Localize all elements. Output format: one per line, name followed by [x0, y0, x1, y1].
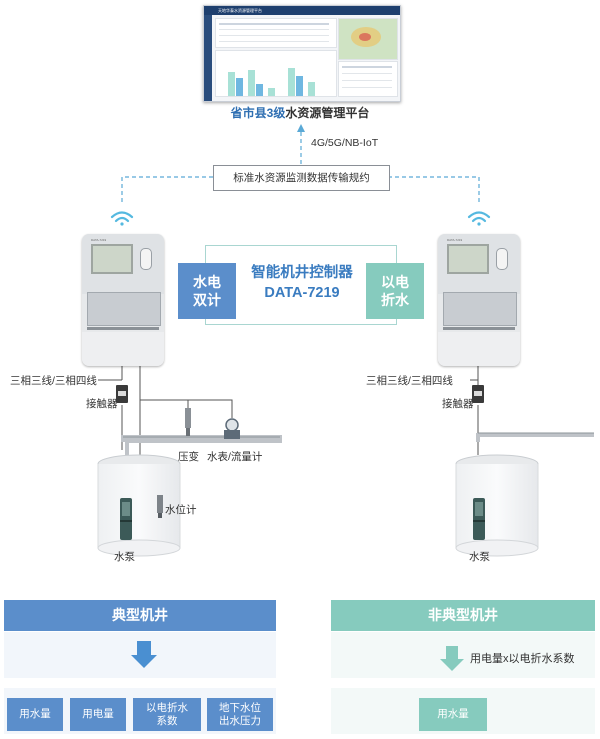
- network-arrowhead: [297, 124, 305, 132]
- left-pump-icon: [120, 498, 132, 540]
- mode-badge-right: 以电 折水: [366, 263, 424, 319]
- platform-screenshot: 天地华泰水资源管理平台: [203, 5, 401, 102]
- non-typical-output-water: 用水量: [419, 698, 487, 731]
- platform-list-card: [338, 61, 398, 97]
- platform-bar-chart: [215, 50, 337, 97]
- platform-sidebar: [204, 15, 212, 101]
- right-contactor-icon: [472, 385, 484, 403]
- pressure-wire: [139, 366, 189, 410]
- pressure-label: 压变: [178, 451, 199, 463]
- non-typical-panel-bg: [331, 632, 595, 678]
- wifi-icon-left: [110, 211, 134, 226]
- typical-output-water: 用水量: [7, 698, 63, 731]
- left-pipe: [121, 435, 282, 520]
- controller-frame: [205, 245, 397, 325]
- right-pump-label: 水泵: [469, 551, 490, 563]
- typical-output-groundwater: 地下水位 出水压力: [207, 698, 273, 731]
- right-device-button: [496, 248, 508, 270]
- right-well: [455, 454, 539, 557]
- mode-left-line2: 双计: [193, 292, 221, 308]
- network-protocol-label: 4G/5G/NB-IoT: [311, 137, 379, 149]
- protocol-spec-box: 标准水资源监测数据传输规约: [213, 165, 390, 191]
- non-typical-well-header: 非典型机井: [331, 600, 595, 631]
- pressure-transmitter-icon: [185, 408, 191, 436]
- mode-right-line1: 以电: [381, 274, 409, 290]
- flow-meter-label: 水表/流量计: [207, 451, 263, 463]
- controller-name: 智能机井控制器 DATA-7219: [237, 263, 367, 303]
- level-gauge-icon: [157, 495, 163, 518]
- platform-caption-highlight: 省市县3级: [230, 106, 286, 120]
- flow-wire: [188, 399, 233, 418]
- right-device-lcd: [447, 244, 489, 274]
- typical-output-coefficient: 以电折水 系数: [133, 698, 201, 731]
- mode-left-line1: 水电: [193, 274, 221, 290]
- right-pipe: [476, 432, 594, 442]
- level-meter-label: 水位计: [165, 504, 197, 516]
- left-pump-label: 水泵: [114, 551, 135, 563]
- wifi-icon-right: [467, 211, 491, 226]
- platform-caption-rest: 水资源管理平台: [285, 106, 370, 120]
- controller-name-line2: DATA-7219: [264, 285, 340, 301]
- mode-right-line2: 折水: [381, 292, 409, 308]
- network-link-right: [388, 176, 480, 205]
- platform-map-card: [338, 18, 398, 60]
- left-device-lcd: [91, 244, 133, 274]
- platform-screen-title: 天地华泰水资源管理平台: [204, 6, 400, 15]
- mode-badge-left: 水电 双计: [178, 263, 236, 319]
- non-typical-formula: 用电量x以电折水系数: [470, 653, 575, 665]
- network-link-left: [121, 176, 213, 205]
- right-power-label: 三相三线/三相四线: [366, 375, 453, 387]
- right-contactor-label: 接触器: [442, 398, 474, 410]
- controller-name-line1: 智能机井控制器: [251, 265, 353, 281]
- platform-caption: 省市县3级水资源管理平台: [0, 104, 600, 121]
- left-contactor-icon: [116, 385, 128, 403]
- left-device-button: [140, 248, 152, 270]
- left-controller-device: DATA-7219: [82, 234, 164, 366]
- typical-well-header: 典型机井: [4, 600, 276, 631]
- left-power-label: 三相三线/三相四线: [10, 375, 97, 387]
- left-contactor-label: 接触器: [86, 398, 118, 410]
- left-well: [97, 454, 181, 557]
- flow-meter-icon: [224, 418, 240, 439]
- right-pump-icon: [473, 498, 485, 540]
- platform-table-card: [215, 18, 337, 48]
- typical-output-power: 用电量: [70, 698, 126, 731]
- right-controller-device: DATA-7219: [438, 234, 520, 366]
